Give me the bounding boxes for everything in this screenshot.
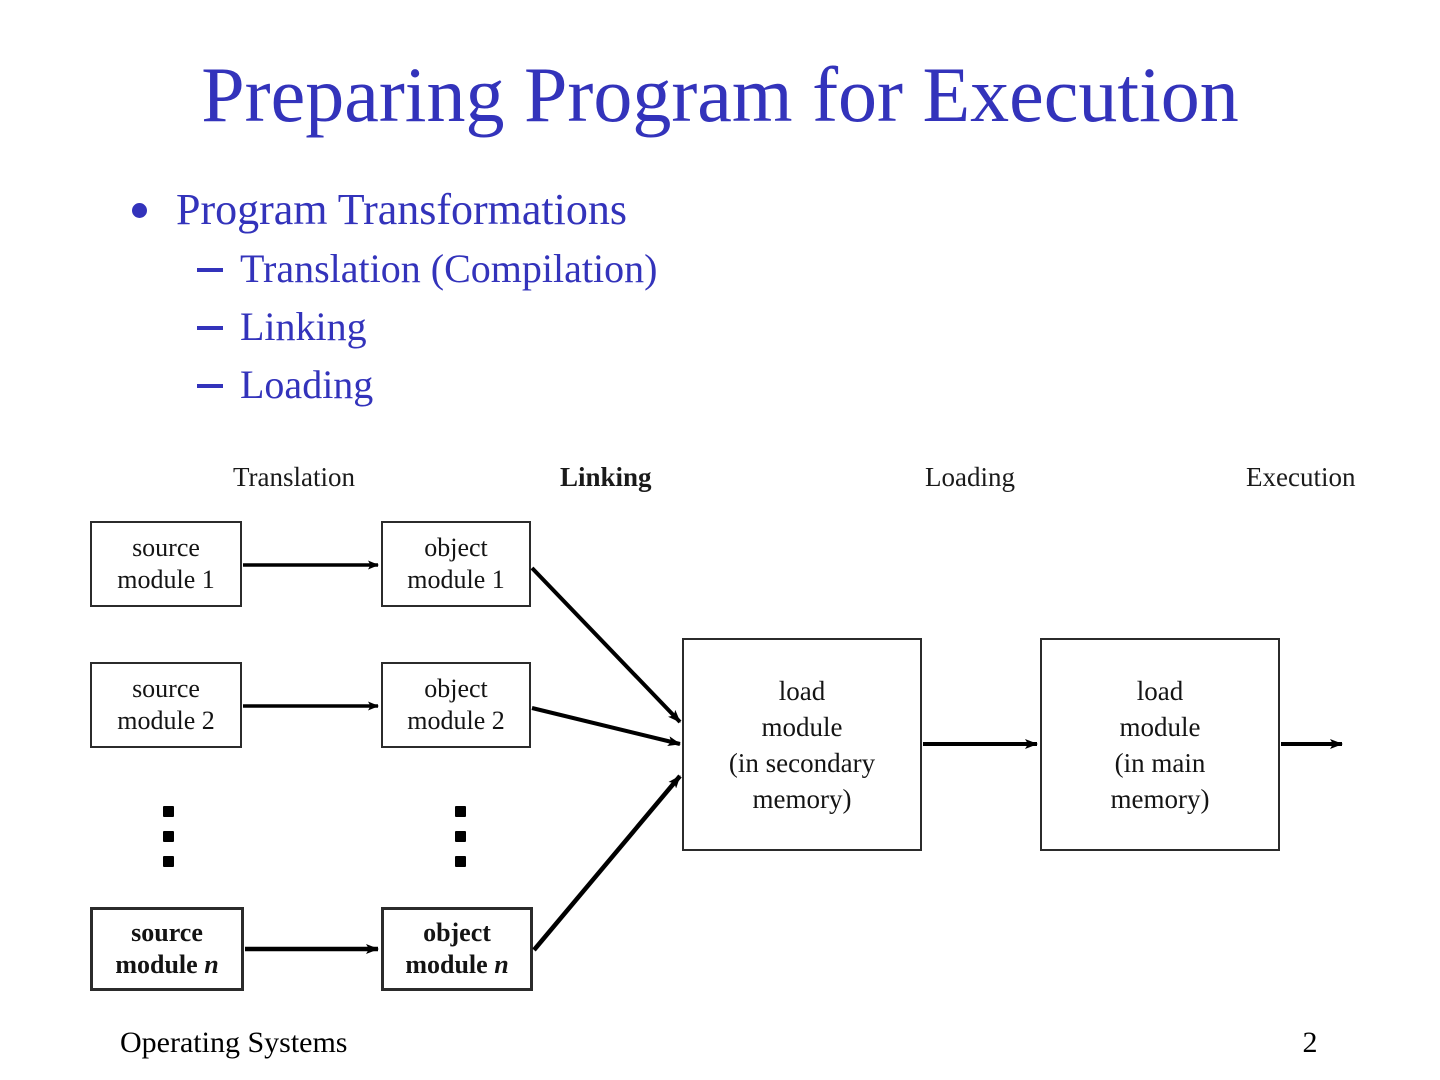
bullet-level2-linking: Linking bbox=[120, 299, 1320, 357]
bullet-dash-icon bbox=[197, 326, 223, 330]
box-line-2: module n bbox=[115, 950, 219, 979]
phase-label-loading: Loading bbox=[925, 462, 1015, 492]
arrow-objectn-to-load-module bbox=[532, 774, 682, 952]
box-line-1: source bbox=[131, 918, 203, 947]
box-object-module-1: object module 1 bbox=[381, 521, 531, 607]
box-source-module-1: source module 1 bbox=[90, 521, 242, 607]
bullet-dot-icon bbox=[132, 203, 147, 218]
ellipsis-dot bbox=[455, 856, 466, 867]
box-line-1: source bbox=[132, 533, 200, 562]
box-line-3: (in main bbox=[1114, 747, 1206, 778]
box-line-2: module 2 bbox=[407, 706, 505, 735]
ellipsis-dot bbox=[455, 831, 466, 842]
phase-label-translation: Translation bbox=[233, 462, 356, 492]
footer-page-number: 2 bbox=[1302, 1026, 1318, 1059]
ellipsis-dot bbox=[163, 806, 174, 817]
box-line-4: memory) bbox=[752, 783, 852, 814]
ellipsis-dots-object bbox=[455, 806, 467, 881]
ellipsis-dots-source bbox=[163, 806, 175, 881]
box-line-1: object bbox=[424, 674, 488, 703]
box-line-2: module n bbox=[405, 950, 509, 979]
bullet-level1-program-transformations: Program Transformations bbox=[120, 183, 1320, 241]
bullet-level2-label: Loading bbox=[240, 362, 374, 407]
box-line-2: module bbox=[1119, 711, 1201, 742]
box-line-4: memory) bbox=[1110, 783, 1210, 814]
bullet-level2-label: Linking bbox=[240, 304, 367, 349]
box-source-module-2: source module 2 bbox=[90, 662, 242, 748]
bullet-level1-label: Program Transformations bbox=[176, 185, 627, 234]
box-line-1: object bbox=[424, 533, 488, 562]
box-line-2: module bbox=[761, 711, 843, 742]
arrow-object2-to-load-module bbox=[531, 706, 681, 747]
box-object-module-n: object module n bbox=[381, 907, 533, 991]
box-line-2: module 1 bbox=[407, 565, 505, 594]
page-title: Preparing Program for Execution bbox=[201, 51, 1239, 138]
footer-course-name: Operating Systems bbox=[120, 1026, 348, 1059]
box-line-1: load bbox=[778, 675, 826, 706]
ellipsis-dot bbox=[163, 831, 174, 842]
phase-label-linking: Linking bbox=[560, 462, 652, 492]
phase-label-execution: Execution bbox=[1246, 462, 1356, 492]
bullet-level2-translation: Translation (Compilation) bbox=[120, 241, 1320, 299]
box-load-module-main-memory: load module (in main memory) bbox=[1040, 638, 1280, 851]
bullet-level2-label: Translation (Compilation) bbox=[240, 246, 658, 291]
box-load-module-secondary-memory: load module (in secondary memory) bbox=[682, 638, 922, 851]
bullet-list: Program Transformations Translation (Com… bbox=[120, 183, 1320, 415]
ellipsis-dot bbox=[163, 856, 174, 867]
arrow-object1-to-load-module bbox=[530, 566, 682, 724]
box-source-module-n: source module n bbox=[90, 907, 244, 991]
box-line-1: load bbox=[1136, 675, 1184, 706]
box-line-2: module 2 bbox=[117, 706, 215, 735]
box-line-1: object bbox=[423, 918, 491, 947]
bullet-dash-icon bbox=[197, 268, 223, 272]
ellipsis-dot bbox=[455, 806, 466, 817]
bullet-dash-icon bbox=[197, 384, 223, 388]
bullet-level2-loading: Loading bbox=[120, 357, 1320, 415]
box-line-1: source bbox=[132, 674, 200, 703]
box-object-module-2: object module 2 bbox=[381, 662, 531, 748]
box-line-3: (in secondary bbox=[728, 747, 876, 778]
box-line-2: module 1 bbox=[117, 565, 215, 594]
